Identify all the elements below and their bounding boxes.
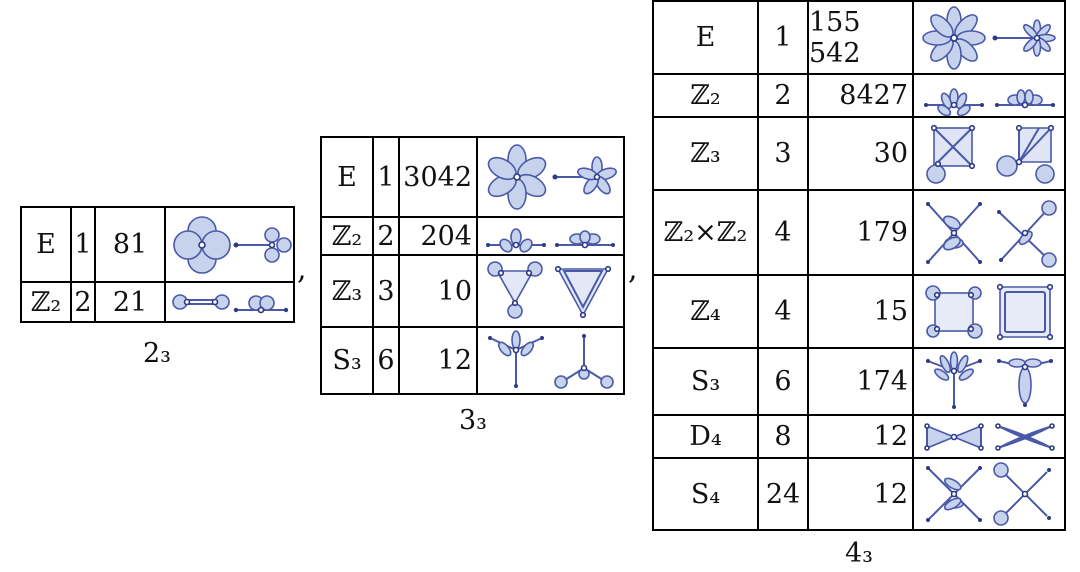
lollipop-5-icon xyxy=(552,156,618,195)
cross-circles-icon xyxy=(992,462,1051,526)
group-cell: S₃ xyxy=(654,349,759,416)
flower-6-icon xyxy=(487,144,547,210)
count-cell: 3042 xyxy=(400,138,478,218)
lollipop-3-icon xyxy=(233,226,292,263)
dumbbell-icon xyxy=(172,294,231,310)
graph-cell xyxy=(914,75,1064,118)
caption-4-3: 4₃ xyxy=(844,538,873,569)
graph-cell xyxy=(478,138,623,218)
table-2-3: E 1 81 ℤ₂ 2 21 xyxy=(20,206,295,323)
triangle-double-icon xyxy=(555,265,612,319)
order-cell: 6 xyxy=(759,349,809,416)
caption-3-3: 3₃ xyxy=(458,405,487,436)
fan-loops-icon xyxy=(923,87,984,116)
order-cell: 1 xyxy=(759,2,809,75)
order-cell: 1 xyxy=(374,138,400,218)
order-cell: 2 xyxy=(72,283,96,321)
order-cell: 3 xyxy=(374,256,400,328)
group-cell: ℤ₄ xyxy=(654,276,759,349)
square-double-icon xyxy=(996,283,1053,340)
order-cell: 4 xyxy=(759,276,809,349)
count-cell: 15 xyxy=(809,276,914,349)
fan-loops-icon xyxy=(486,228,547,253)
order-cell: 3 xyxy=(759,118,809,191)
graph-cell xyxy=(914,276,1064,349)
count-cell: 174 xyxy=(809,349,914,416)
table-4-3: E 1 155 542 xyxy=(652,0,1066,531)
fan-square-icon xyxy=(995,124,1055,184)
cross-fan-icon xyxy=(925,466,982,522)
graph-cell xyxy=(478,328,623,393)
separator-comma: , xyxy=(297,252,307,287)
cross-fan-icon xyxy=(925,201,982,264)
order-cell: 4 xyxy=(759,191,809,276)
graph-cell xyxy=(914,459,1064,529)
group-cell: D₄ xyxy=(654,416,759,459)
group-cell: ℤ₃ xyxy=(654,118,759,191)
group-cell: ℤ₂×ℤ₂ xyxy=(654,191,759,276)
cross-loops-icon xyxy=(996,199,1057,268)
count-cell: 10 xyxy=(400,256,478,328)
order-cell: 1 xyxy=(72,208,96,283)
count-cell: 8427 xyxy=(809,75,914,118)
count-cell: 12 xyxy=(809,416,914,459)
tripod-petals-icon xyxy=(996,357,1053,407)
caption-2-3: 2₃ xyxy=(142,338,171,369)
square-loops-icon xyxy=(924,284,983,339)
group-cell: S₃ xyxy=(322,328,374,393)
flower-4-icon xyxy=(173,215,231,274)
count-cell: 21 xyxy=(96,283,166,321)
graph-cell xyxy=(166,283,293,321)
count-cell: 12 xyxy=(809,459,914,529)
graph-cell xyxy=(914,191,1064,276)
count-cell: 155 542 xyxy=(809,2,914,75)
group-cell: S₄ xyxy=(654,459,759,529)
group-cell: E xyxy=(322,138,374,218)
group-cell: ℤ₃ xyxy=(322,256,374,328)
tripod-fan-icon xyxy=(925,350,982,409)
order-cell: 2 xyxy=(759,75,809,118)
table-3-3: E 1 3042 ℤ₂ 2 xyxy=(320,136,625,395)
graph-cell xyxy=(166,208,293,283)
graph-cell xyxy=(478,218,623,256)
square-diagonal-icon xyxy=(925,124,975,184)
separator-comma: , xyxy=(628,252,638,287)
tripod-loops-icon xyxy=(554,333,615,389)
lollipop-8-icon xyxy=(992,18,1056,57)
group-cell: E xyxy=(22,208,72,283)
graph-cell xyxy=(914,416,1064,459)
order-cell: 24 xyxy=(759,459,809,529)
group-cell: ℤ₂ xyxy=(22,283,72,321)
count-cell: 204 xyxy=(400,218,478,256)
graph-cell xyxy=(914,118,1064,191)
count-cell: 12 xyxy=(400,328,478,393)
triangle-loops-icon xyxy=(486,261,543,319)
double-fan-icon xyxy=(554,230,615,249)
tripod-fan-icon xyxy=(487,329,544,388)
graph-cell xyxy=(914,2,1064,75)
order-cell: 6 xyxy=(374,328,400,393)
order-cell: 8 xyxy=(759,416,809,459)
group-cell: E xyxy=(654,2,759,75)
group-cell: ℤ₂ xyxy=(322,218,374,256)
count-cell: 81 xyxy=(96,208,166,283)
order-cell: 2 xyxy=(374,218,400,256)
loop-pair-icon xyxy=(233,295,288,314)
bowtie-double-icon xyxy=(994,422,1055,451)
graph-cell xyxy=(914,349,1064,416)
double-fan-icon xyxy=(994,88,1055,108)
count-cell: 30 xyxy=(809,118,914,191)
bowtie-icon xyxy=(923,422,984,451)
graph-cell xyxy=(478,256,623,328)
flower-8-icon xyxy=(921,5,986,70)
group-cell: ℤ₂ xyxy=(654,75,759,118)
count-cell: 179 xyxy=(809,191,914,276)
